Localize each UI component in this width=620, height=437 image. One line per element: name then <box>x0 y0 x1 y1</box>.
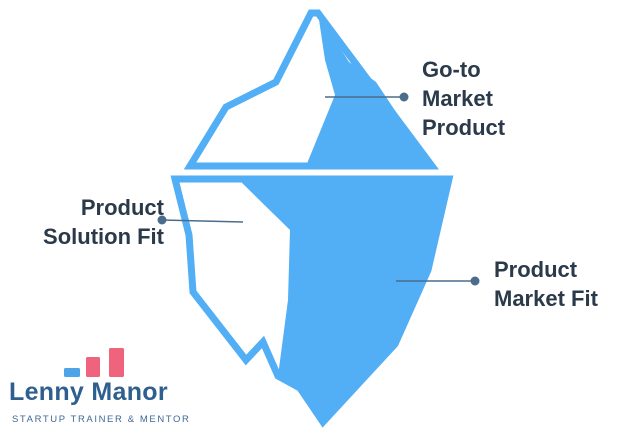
label-pmf-line-1: Product <box>494 257 578 282</box>
connector-gtm-dot <box>399 92 409 102</box>
label-go-to-market-product: Go-to Market Product <box>422 55 505 142</box>
label-gtm-line-1: Go-to <box>422 57 481 82</box>
label-product-solution-fit: Product Solution Fit <box>43 193 164 251</box>
connector-psf <box>161 219 244 223</box>
connector-psf-dot <box>157 215 167 225</box>
label-product-market-fit: Product Market Fit <box>494 255 598 313</box>
brand-logo-icon <box>64 348 124 377</box>
label-gtm-line-3: Product <box>422 115 506 140</box>
connector-pmf-dot <box>470 276 480 286</box>
label-gtm-line-2: Market <box>422 86 493 111</box>
label-pmf-line-2: Market Fit <box>494 286 598 311</box>
label-psf-line-1: Product <box>80 195 164 220</box>
brand-name: Lenny Manor <box>9 378 168 406</box>
label-psf-line-2: Solution Fit <box>43 224 164 249</box>
iceberg-base-shaded <box>238 179 449 422</box>
brand-tagline: STARTUP TRAINER & MENTOR <box>12 414 191 425</box>
iceberg-tip-shaded <box>306 13 432 166</box>
